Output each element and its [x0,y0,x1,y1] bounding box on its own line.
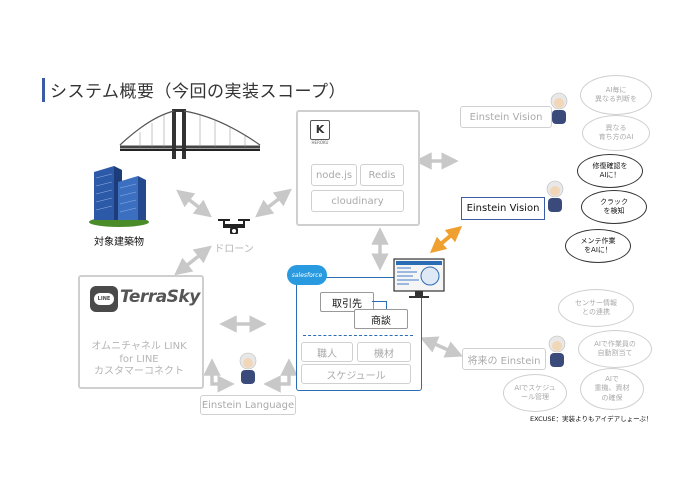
einstein-character-icon [548,335,566,367]
page-title: システム概要（今回の実装スコープ） [50,82,346,102]
salesforce-item-equipment: 機材 [357,342,411,362]
arrow-building-drone [176,189,212,218]
bridge-image [119,109,261,159]
salesforce-accounts-box: 取引先 [320,292,374,312]
salesforce-relation-line [372,301,387,312]
bubble-sensor-link: センサー情報 との連携 [558,289,634,327]
salesforce-item-schedule: スケジュール [301,364,411,384]
arrow-drone-heroku [255,188,292,218]
einstein-vision-main-box: Einstein Vision [461,197,545,220]
arrow-vision-salesforce-orange [429,225,463,254]
drone-icon [218,219,250,234]
terrasky-text: オムニチャネル LINK for LINE カスタマーコネクト [84,341,194,379]
monitor-icon [393,258,445,298]
einstein-character-icon [550,92,568,124]
bubble-equipment-secure: AIで 重機、資材 の確保 [580,368,644,410]
future-einstein-box: 将来の Einstein [462,348,546,370]
terrasky-line-1: オムニチャネル LINK [91,341,187,352]
bubble-ai-judgement: AI毎に 異なる判断を [580,75,652,115]
heroku-label: HEROKU [311,140,329,145]
einstein-character-icon [239,352,257,384]
arrow-salesforce-future [420,336,463,358]
bubble-worker-assign: AIで作業員の 自動割当て [578,330,652,368]
bubble-crack-detect: クラック を検知 [581,190,647,224]
building-image [89,166,149,227]
terrasky-logo: TerraSky [120,287,200,307]
salesforce-item-workers: 職人 [301,342,353,362]
arrow-terrasky-drone [174,245,212,276]
heroku-item-nodejs: node.js [311,164,357,186]
bubble-repair-check: 修復確認を AIに！ [577,154,643,188]
bubble-ai-growth: 異なる 育ち方のAI [582,115,650,151]
salesforce-deals-box: 商談 [354,309,408,329]
arrow-salesforce-language [263,358,298,393]
heroku-item-redis: Redis [360,164,404,186]
terrasky-line-2: for LINE [119,353,159,365]
line-logo-text: LINE [94,293,114,305]
line-logo-icon: LINE [90,286,118,312]
einstein-vision-top-box: Einstein Vision [460,106,552,128]
building-label: 対象建築物 [94,237,144,248]
einstein-language-box: Einstein Language [200,395,296,415]
title-accent-bar [42,78,45,102]
drone-label: ドローン [214,244,254,255]
salesforce-cloud-logo: salesforce [287,265,327,285]
terrasky-line-3: カスタマーコネクト [94,366,184,377]
bubble-schedule-manage: AIでスケジュ ール管理 [503,374,567,412]
excuse-note: EXCUSE：実装よりもアイデアしょーぶ！ [530,415,653,423]
salesforce-divider [303,335,413,336]
bubble-maintenance: メンテ作業 をAIに！ [565,229,631,263]
arrow-terrasky-language [203,358,235,393]
heroku-item-cloudinary: cloudinary [311,190,404,212]
einstein-character-icon [546,180,564,212]
heroku-logo-icon: K [310,120,330,140]
